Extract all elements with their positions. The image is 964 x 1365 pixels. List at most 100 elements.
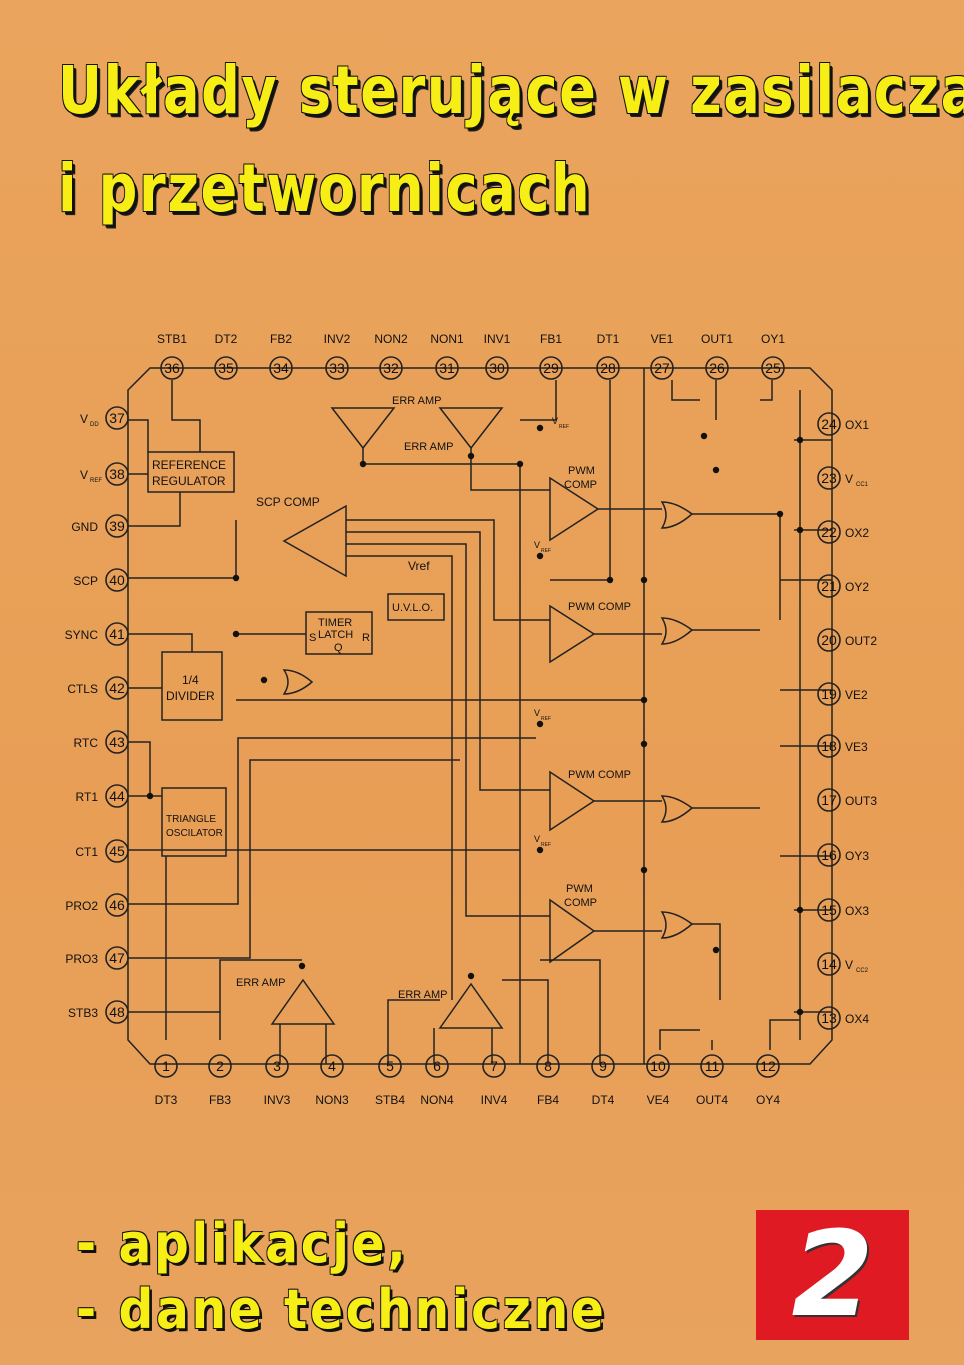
divider-label-1: 1/4 bbox=[182, 673, 199, 687]
pin-21-number: 21 bbox=[821, 578, 837, 594]
volume-number: 2 bbox=[791, 1205, 874, 1343]
comp-label-4: COMP bbox=[564, 897, 597, 909]
pin-22-label: OX2 bbox=[845, 526, 869, 540]
vref-label: Vref bbox=[408, 559, 430, 573]
pin-39-number: 39 bbox=[109, 518, 125, 534]
pin-23-circle bbox=[817, 466, 841, 490]
junction-dot bbox=[796, 436, 804, 444]
pin-4-label: NON3 bbox=[315, 1093, 349, 1107]
triangle-label-2: OSCILATOR bbox=[166, 828, 223, 839]
pin-38-number: 38 bbox=[109, 466, 125, 482]
pin-16-circle bbox=[817, 843, 841, 867]
pin-27-number: 27 bbox=[654, 360, 670, 376]
pin-45-number: 45 bbox=[109, 843, 125, 859]
junction-dot bbox=[776, 510, 784, 518]
pin-42-number: 42 bbox=[109, 680, 125, 696]
err-amp-label-3: ERR AMP bbox=[236, 977, 286, 989]
pin-5-number: 5 bbox=[386, 1058, 394, 1074]
pin-22-number: 22 bbox=[821, 524, 837, 540]
junction-dot bbox=[467, 452, 475, 460]
pin-26-number: 26 bbox=[709, 360, 725, 376]
timer-label-s: S bbox=[309, 632, 316, 644]
pin-37-number: 37 bbox=[109, 410, 125, 426]
pin-30-circle bbox=[485, 356, 509, 380]
pin-18-number: 18 bbox=[821, 738, 837, 754]
err-amp-label-2: ERR AMP bbox=[404, 441, 454, 453]
pin-1-circle bbox=[154, 1054, 178, 1078]
divider-label-2: DIVIDER bbox=[166, 689, 215, 703]
pin-44-number: 44 bbox=[109, 788, 125, 804]
pin-7-circle bbox=[482, 1054, 506, 1078]
junction-dot bbox=[298, 962, 306, 970]
pin-37-label: V bbox=[80, 412, 88, 426]
ref-reg-label-2: REGULATOR bbox=[152, 474, 226, 488]
junction-dot bbox=[640, 696, 648, 704]
pin-25-circle bbox=[761, 356, 785, 380]
pin-24-circle bbox=[817, 412, 841, 436]
diagram-wires bbox=[127, 367, 833, 1065]
pin-2-label: FB3 bbox=[209, 1093, 231, 1107]
junction-dot bbox=[146, 792, 154, 800]
junction-dot bbox=[700, 432, 708, 440]
pin-38-label-sub: REF bbox=[90, 478, 102, 484]
pin-12-circle bbox=[756, 1054, 780, 1078]
pin-3-number: 3 bbox=[273, 1058, 281, 1074]
pin-14-label-sub: CC2 bbox=[856, 968, 869, 974]
junction-dot bbox=[712, 466, 720, 474]
pin-32-number: 32 bbox=[383, 360, 399, 376]
pin-25-label: OY1 bbox=[761, 332, 785, 346]
pin-35-number: 35 bbox=[218, 360, 234, 376]
junction-dot bbox=[712, 946, 720, 954]
vref-sub-1: REF bbox=[559, 424, 569, 430]
pin-18-circle bbox=[817, 734, 841, 758]
pin-17-number: 17 bbox=[821, 792, 837, 808]
vref-v-4: V bbox=[534, 834, 540, 844]
junction-dot bbox=[640, 866, 648, 874]
pin-32-label: NON2 bbox=[374, 332, 408, 346]
pin-38-label: V bbox=[80, 468, 88, 482]
pin-48-number: 48 bbox=[109, 1004, 125, 1020]
pin-30-label: INV1 bbox=[484, 332, 511, 346]
pin-9-label: DT4 bbox=[592, 1093, 615, 1107]
pin-2-circle bbox=[208, 1054, 232, 1078]
pin-3-label: INV3 bbox=[264, 1093, 291, 1107]
junction-dot bbox=[796, 906, 804, 914]
junction-dot bbox=[640, 740, 648, 748]
pin-18-label: VE3 bbox=[845, 740, 868, 754]
pin-35-circle bbox=[214, 356, 238, 380]
pin-27-label: VE1 bbox=[651, 332, 674, 346]
pin-20-circle bbox=[817, 628, 841, 652]
pin-9-number: 9 bbox=[599, 1058, 607, 1074]
timer-label-2: LATCH bbox=[318, 629, 353, 641]
pin-28-circle bbox=[596, 356, 620, 380]
pin-35-label: DT2 bbox=[215, 332, 238, 346]
pin-5-circle bbox=[378, 1054, 402, 1078]
pin-41-number: 41 bbox=[109, 626, 125, 642]
pin-42-label: CTLS bbox=[67, 682, 98, 696]
pin-31-circle bbox=[435, 356, 459, 380]
pin-33-number: 33 bbox=[329, 360, 345, 376]
vref-sub-2: REF bbox=[541, 548, 551, 554]
block-diagram: 36STB135DT234FB233INV232NON231NON130INV1… bbox=[65, 332, 878, 1107]
pin-20-number: 20 bbox=[821, 632, 837, 648]
pin-5-label: STB4 bbox=[375, 1093, 405, 1107]
triangle-label-1: TRIANGLE bbox=[166, 814, 216, 825]
pin-12-label: OY4 bbox=[756, 1093, 780, 1107]
title-line-2: i przetwornicach bbox=[58, 150, 592, 227]
pin-28-label: DT1 bbox=[597, 332, 620, 346]
junction-dot bbox=[232, 630, 240, 638]
pin-4-number: 4 bbox=[328, 1058, 336, 1074]
pin-24-number: 24 bbox=[821, 416, 837, 432]
vref-v-2: V bbox=[534, 540, 540, 550]
pin-21-circle bbox=[817, 574, 841, 598]
pin-24-label: OX1 bbox=[845, 418, 869, 432]
pin-39-circle bbox=[105, 514, 129, 538]
pin-45-label: CT1 bbox=[75, 845, 98, 859]
vref-sub-4: REF bbox=[541, 842, 551, 848]
pin-33-label: INV2 bbox=[324, 332, 351, 346]
pin-1-label: DT3 bbox=[155, 1093, 178, 1107]
pin-23-number: 23 bbox=[821, 470, 837, 486]
pin-44-circle bbox=[105, 784, 129, 808]
pin-34-label: FB2 bbox=[270, 332, 292, 346]
pin-29-label: FB1 bbox=[540, 332, 562, 346]
